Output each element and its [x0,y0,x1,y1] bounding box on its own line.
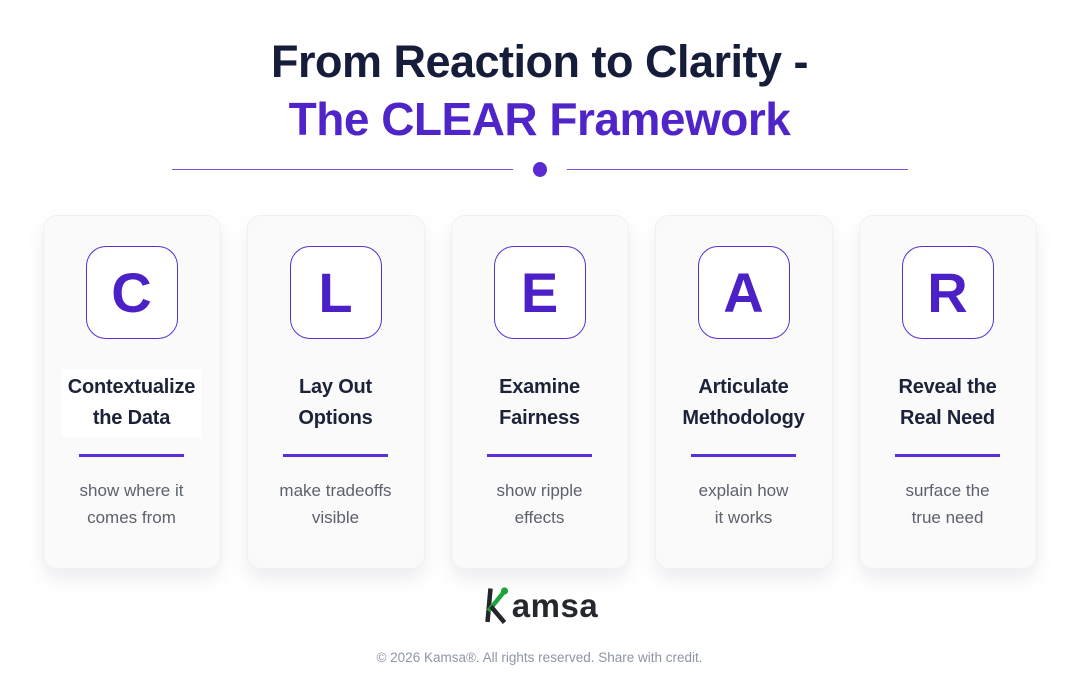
letter-e: E [520,260,559,324]
card-articulate-methodology: A Articulate Methodology explain how it … [654,215,833,569]
letter-box-l: L [289,246,382,339]
card-lay-out-options: L Lay Out Options make tradeoffs visible [246,215,425,569]
kamsa-logo-text: amsa [511,587,599,624]
card-title: Lay Out Options [292,369,378,437]
card-subtitle-line-2: comes from [87,507,176,527]
card-title: Examine Fairness [493,369,586,437]
card-subtitle-line-1: explain how [698,480,789,500]
divider-line-left [171,168,513,171]
card-subtitle: show where it comes from [80,477,184,531]
card-divider [895,454,1000,457]
card-subtitle-line-2: it works [714,507,773,527]
letter-a: A [723,260,764,324]
letter-box-c: C [85,246,178,339]
letter-box-e: E [493,246,586,339]
letter-box-r: R [901,246,994,339]
card-title-line-1: Reveal the [898,376,997,398]
card-subtitle: make tradeoffs visible [279,477,391,531]
card-subtitle-line-2: effects [514,507,565,527]
card-divider [79,454,184,457]
card-subtitle: explain how it works [699,477,789,531]
card-title: Reveal the Real Need [892,369,1002,437]
card-title-line-2: Real Need [900,407,995,429]
card-title-line-1: Examine [499,376,580,398]
letter-r: R [927,260,968,324]
card-reveal-real-need: R Reveal the Real Need surface the true … [858,215,1037,569]
card-examine-fairness: E Examine Fairness show ripple effects [450,215,629,569]
card-title-line-2: the Data [92,407,171,429]
card-divider [487,454,592,457]
letter-l: L [318,260,353,324]
card-contextualize: C Contextualize the Data show where it c… [42,215,221,569]
divider-line-right [566,168,908,171]
card-subtitle-line-1: make tradeoffs [279,480,392,500]
card-title: Contextualize the Data [61,369,202,437]
card-title-line-2: Methodology [682,407,805,429]
copyright-text: © 2026 Kamsa®. All rights reserved. Shar… [376,650,703,665]
card-subtitle: surface the true need [905,477,989,531]
card-subtitle-line-2: true need [911,507,984,527]
title-line-1: From Reaction to Clarity - [270,36,809,87]
kamsa-logo-k-icon [485,587,508,624]
divider-dot-icon [532,162,547,177]
card-title-line-1: Lay Out [298,376,373,398]
header-divider [171,162,908,177]
card-subtitle-line-2: visible [311,507,360,527]
card-divider [283,454,388,457]
card-title-line-1: Contextualize [67,376,196,398]
card-title-line-1: Articulate [698,376,789,398]
card-subtitle-line-1: show where it [79,480,184,500]
page-title: From Reaction to Clarity - The CLEAR Fra… [171,34,908,177]
title-line-2: The CLEAR Framework [288,93,791,145]
card-title: Articulate Methodology [676,369,810,437]
framework-cards: C Contextualize the Data show where it c… [42,215,1037,569]
letter-c: C [111,260,152,324]
card-subtitle-line-1: show ripple [496,480,583,500]
letter-box-a: A [697,246,790,339]
card-title-line-2: Options [298,407,373,429]
card-subtitle-line-1: surface the [905,480,990,500]
card-subtitle: show ripple effects [497,477,583,531]
card-divider [691,454,796,457]
kamsa-logo: amsa [481,586,598,624]
card-title-line-2: Fairness [499,407,580,429]
